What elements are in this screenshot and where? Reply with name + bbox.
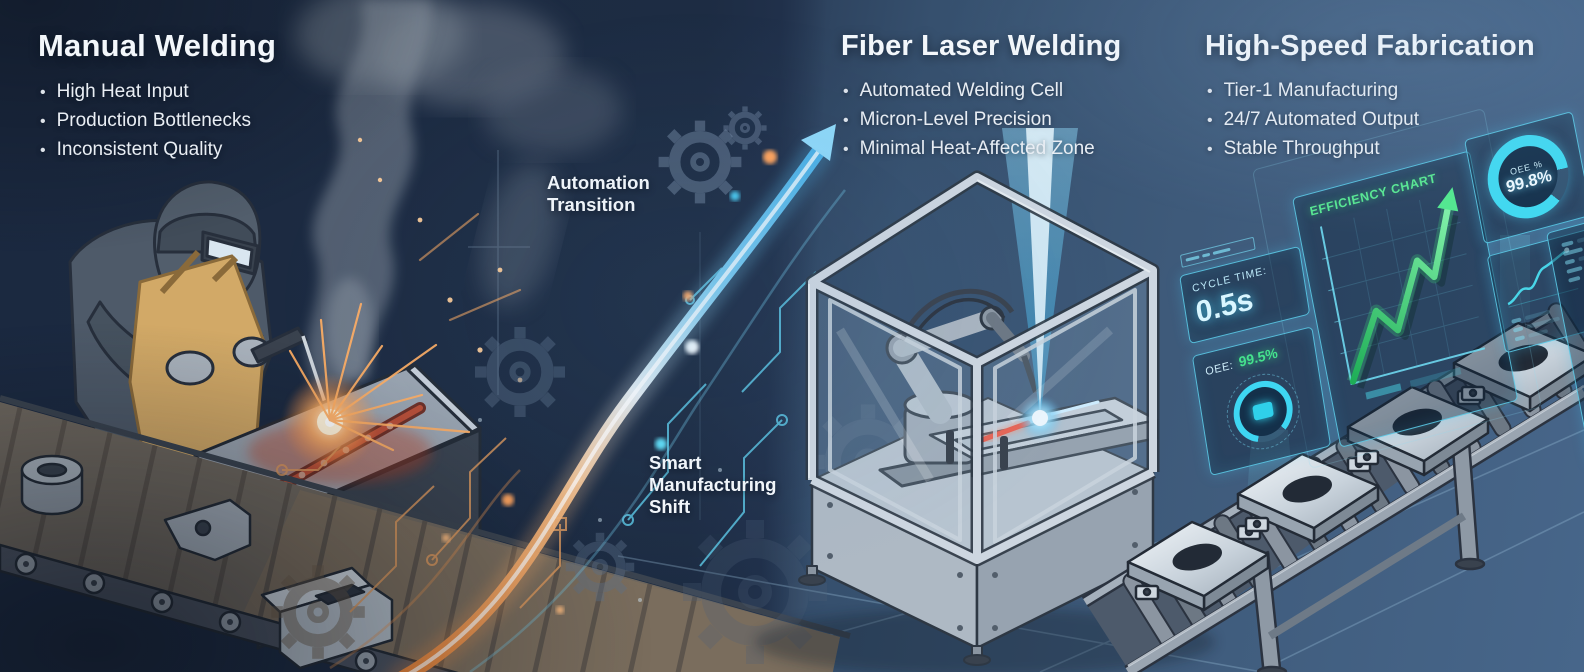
efficiency-chart-panel: EFFICIENCY CHART (1292, 150, 1519, 448)
bullet-item: Automated Welding Cell (843, 80, 1095, 102)
oee-value: 99.5% (1237, 343, 1279, 370)
bullet-item: Inconsistent Quality (40, 139, 251, 161)
section-title-fiber-laser-welding: Fiber Laser Welding (841, 30, 1122, 62)
part-chip-icon (1252, 401, 1274, 421)
oee-label: OEE: (1204, 358, 1235, 378)
bullet-item: Production Bottlenecks (40, 110, 251, 132)
manual-welding-bullet-list: High Heat Input Production Bottlenecks I… (40, 74, 251, 168)
oee-dial (1221, 365, 1305, 457)
smart-manufacturing-shift-label: Smart Manufacturing Shift (649, 452, 777, 518)
bullet-item: Micron-Level Precision (843, 109, 1095, 131)
bullet-item: Tier-1 Manufacturing (1207, 80, 1419, 102)
automation-transition-label: Automation Transition (547, 172, 650, 216)
efficiency-line-chart (1319, 187, 1486, 400)
zigzag-up-arrow-icon (1349, 205, 1451, 385)
bullet-item: 24/7 Automated Output (1207, 109, 1419, 131)
bullet-item: Minimal Heat-Affected Zone (843, 138, 1095, 160)
section-title-manual-welding: Manual Welding (38, 28, 277, 63)
gauge-ring-icon: OEE % 99.8% (1480, 125, 1576, 228)
high-speed-bullet-list: Tier-1 Manufacturing 24/7 Automated Outp… (1207, 73, 1419, 167)
bullet-item: Stable Throughput (1207, 138, 1419, 160)
bullet-item: High Heat Input (40, 81, 251, 103)
fiber-laser-bullet-list: Automated Welding Cell Micron-Level Prec… (843, 73, 1095, 167)
section-title-high-speed-fabrication: High-Speed Fabrication (1205, 30, 1535, 62)
circular-progress-icon (1229, 374, 1297, 449)
